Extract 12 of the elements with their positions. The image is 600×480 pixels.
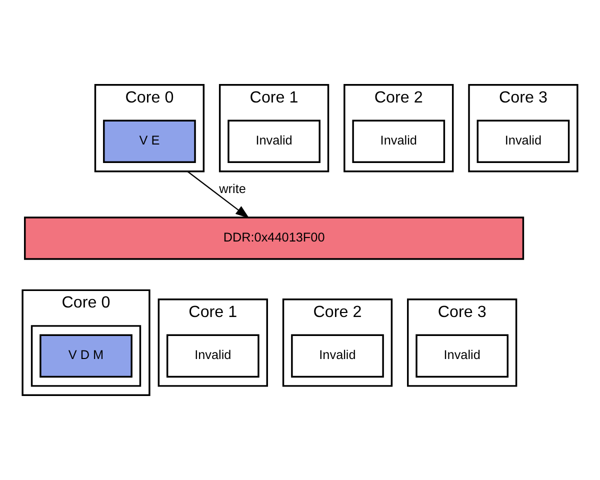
node-box: V E bbox=[103, 120, 196, 163]
node-box: Invalid bbox=[352, 120, 446, 163]
node-box: Invalid bbox=[416, 334, 508, 378]
node-box: Invalid bbox=[228, 120, 320, 163]
node-box: Invalid bbox=[166, 334, 260, 378]
node-box: Invalid bbox=[291, 334, 384, 378]
arrow bbox=[187, 170, 250, 218]
node-box: DDR:0x44013F00 bbox=[24, 216, 524, 260]
edge-label: write bbox=[219, 182, 246, 196]
node-box: V D M bbox=[40, 334, 132, 378]
node-box: Invalid bbox=[476, 120, 570, 163]
cluster bbox=[30, 325, 142, 387]
